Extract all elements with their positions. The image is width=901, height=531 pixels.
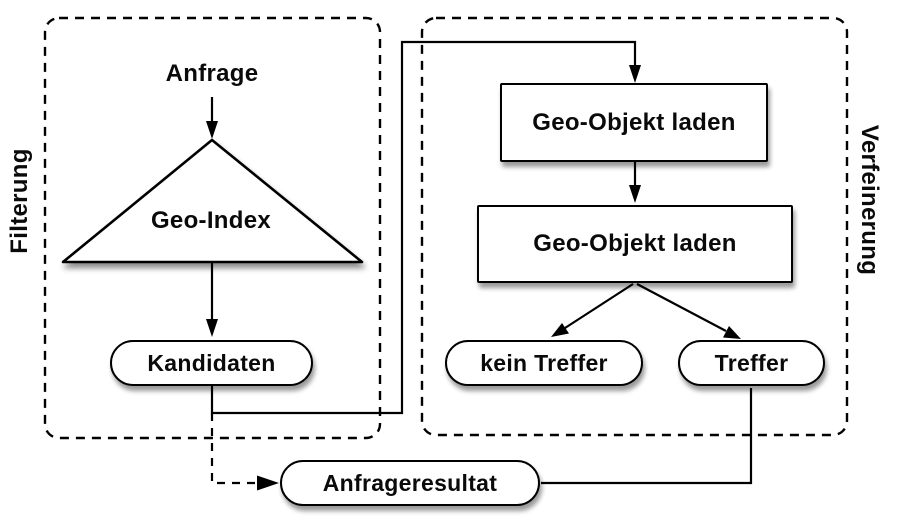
node-kein-treffer: kein Treffer	[445, 340, 643, 386]
arrow-down-icon	[629, 185, 641, 203]
node-anfrage: Anfrage	[165, 60, 259, 87]
edge-laden2-keintreffer	[564, 283, 634, 329]
arrow-diagonal-icon	[551, 323, 569, 337]
edge-laden2-treffer	[636, 283, 727, 332]
node-anfrageresultat: Anfrageresultat	[280, 460, 540, 506]
node-label: Kandidaten	[147, 349, 276, 376]
geo-index-triangle	[61, 138, 364, 264]
arrow-right-icon	[257, 475, 279, 491]
node-label: kein Treffer	[480, 349, 608, 376]
arrow-down-icon	[629, 65, 641, 83]
geo-index-label: Geo-Index	[150, 207, 272, 234]
node-label: Geo-Objekt laden	[533, 230, 737, 257]
edge-kandidaten-anfrageresultat	[210, 413, 256, 485]
verfeinerung-group-label: Verfeinerung	[856, 124, 883, 276]
node-geo-objekt-laden-1: Geo-Objekt laden	[500, 83, 768, 162]
node-treffer: Treffer	[678, 340, 825, 386]
arrow-down-icon	[206, 121, 218, 139]
node-kandidaten: Kandidaten	[110, 340, 313, 386]
arrow-down-icon	[206, 319, 218, 337]
node-geo-objekt-laden-2: Geo-Objekt laden	[477, 205, 793, 283]
verfeinerung-group-border	[420, 16, 849, 437]
edge-treffer-anfrageresultat	[541, 388, 753, 485]
arrow-diagonal-icon	[723, 326, 741, 339]
node-label: Anfrageresultat	[322, 469, 498, 496]
node-label: Treffer	[714, 349, 789, 376]
node-label: Geo-Objekt laden	[532, 108, 736, 136]
edge-kandidaten-laden1	[210, 40, 637, 415]
filterung-group-border	[43, 16, 382, 440]
filterung-group-label: Filterung	[6, 148, 33, 254]
